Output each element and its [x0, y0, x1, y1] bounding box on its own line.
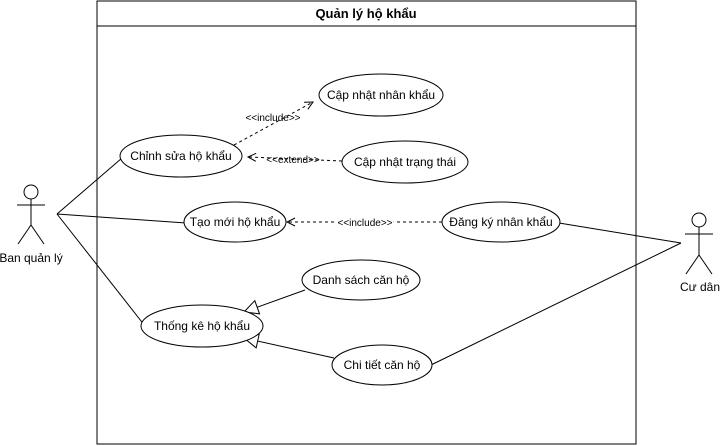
extend-update-status-label: <<extend>> [266, 155, 320, 166]
actor-label: Ban quản lý [0, 251, 63, 265]
assoc-admin-create [56, 213, 187, 224]
use-case-apartment-detail[interactable]: Chi tiết căn hộ [331, 344, 433, 386]
use-case-apartment-list[interactable]: Danh sách căn hộ [301, 259, 421, 301]
use-case-label: Tạo mới hộ khẩu [190, 215, 281, 229]
use-case-label: Thống kê hộ khẩu [154, 319, 250, 333]
use-case-update-member[interactable]: Cập nhật nhân khẩu [318, 73, 444, 117]
actor-admin[interactable]: Ban quản lý [0, 184, 63, 265]
stick-figure-icon [685, 212, 713, 275]
assoc-resident-detail [430, 242, 682, 366]
use-case-label: Cập nhật trạng thái [354, 155, 456, 169]
include-register-label: <<include>> [337, 218, 392, 229]
use-case-household-stats[interactable]: Thống kê hộ khẩu [140, 304, 264, 348]
associations [56, 157, 682, 366]
use-case-create-household[interactable]: Tạo mới hộ khẩu [183, 201, 287, 243]
assoc-resident-register [558, 222, 682, 244]
include-update-member-label: <<include>> [245, 113, 300, 124]
generalization-list-arrow [244, 289, 306, 312]
use-case-edit-household[interactable]: Chỉnh sửa hộ khẩu [119, 134, 243, 178]
actor-label: Cư dân [680, 280, 720, 294]
relations: <<include>> <<extend>> <<include>> [233, 102, 442, 359]
include-update-member-arrow [233, 102, 313, 146]
use-case-label: Chi tiết căn hộ [344, 358, 421, 372]
use-case-label: Cập nhật nhân khẩu [327, 88, 435, 102]
assoc-admin-stats [56, 213, 146, 327]
extend-update-status-arrow [248, 157, 343, 161]
use-case-register-member[interactable]: Đăng ký nhân khẩu [441, 201, 561, 243]
generalization-detail-arrow [244, 338, 335, 359]
use-case-label: Danh sách căn hộ [313, 273, 410, 287]
assoc-admin-edit [56, 157, 123, 215]
use-case-update-status[interactable]: Cập nhật trạng thái [341, 140, 469, 184]
stick-figure-icon [17, 184, 45, 245]
actor-resident[interactable]: Cư dân [680, 212, 720, 294]
system-title: Quản lý hộ khẩu [315, 6, 416, 21]
use-case-label: Chỉnh sửa hộ khẩu [130, 149, 231, 163]
use-case-label: Đăng ký nhân khẩu [449, 215, 552, 229]
